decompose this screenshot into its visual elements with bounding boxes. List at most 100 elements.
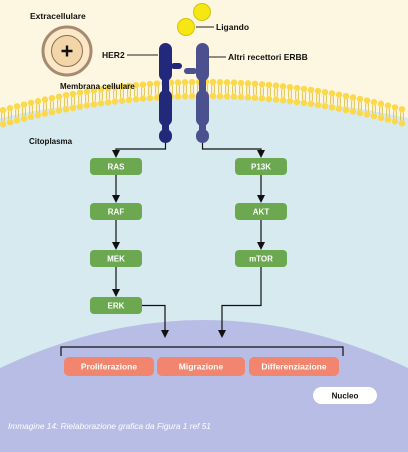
- lipid-head: [125, 82, 133, 90]
- lipid-head: [181, 93, 189, 100]
- lipid-tails: [22, 107, 26, 116]
- ligand-icon: [193, 3, 211, 21]
- lipid-tails: [183, 85, 187, 94]
- nucleus-badge: [313, 387, 377, 404]
- lipid-head: [307, 100, 315, 108]
- lipid-head: [363, 97, 371, 104]
- lipid-tails: [176, 85, 180, 94]
- lipid-head: [265, 81, 273, 89]
- lipid-tails: [211, 85, 215, 94]
- pathway-label-mtor: mTOR: [249, 255, 273, 264]
- lipid-head: [34, 112, 42, 119]
- nucleus-label: Nucleo: [332, 392, 359, 401]
- lipid-head: [0, 106, 7, 114]
- lipid-head: [90, 87, 98, 94]
- lipid-head: [258, 81, 266, 88]
- lipid-head: [398, 106, 406, 113]
- lipid-tails: [295, 91, 299, 100]
- lipid-head: [223, 79, 231, 86]
- lipid-head: [83, 88, 91, 95]
- lipid-head: [391, 118, 399, 125]
- lipid-tails: [190, 85, 194, 94]
- lipid-tails: [246, 86, 250, 95]
- lipid-head: [13, 117, 21, 124]
- erbb-dimer-arm: [184, 68, 197, 74]
- lipid-head: [181, 79, 189, 86]
- lipid-head: [307, 86, 315, 94]
- lipid-head: [62, 92, 70, 99]
- lipid-head: [90, 101, 98, 108]
- lipid-tails: [386, 108, 390, 117]
- pathway-label-akt: AKT: [253, 208, 270, 217]
- lipid-head: [48, 108, 56, 116]
- lipid-tails: [57, 99, 61, 108]
- lipid-tails: [302, 91, 306, 100]
- lipid-head: [104, 85, 112, 92]
- lipid-head: [356, 109, 364, 117]
- lipid-head: [328, 90, 336, 97]
- lipid-tails: [15, 109, 19, 118]
- lipid-head: [279, 83, 287, 90]
- pathway-box-mtor: [235, 250, 287, 267]
- arrow-erbb-p13k: [201, 143, 265, 158]
- lipid-head: [188, 92, 196, 100]
- lipid-head: [384, 102, 392, 109]
- lipid-head: [139, 95, 147, 102]
- lipid-head: [251, 94, 259, 102]
- outcome-label-differenziazione: Differenziazione: [261, 362, 326, 372]
- lipid-head: [244, 94, 252, 101]
- lipid-head: [251, 80, 259, 88]
- lipid-tails: [36, 104, 40, 113]
- lipid-tails: [323, 95, 327, 104]
- lipid-head: [363, 111, 371, 118]
- lipid-head: [125, 96, 133, 104]
- lipid-head: [55, 107, 63, 114]
- lipid-head: [62, 106, 70, 113]
- lipid-head: [216, 78, 224, 86]
- lipid-tails: [127, 88, 131, 97]
- her2-dimer-arm: [171, 63, 182, 69]
- lipid-head: [139, 81, 147, 88]
- pathway-label-ras: RAS: [108, 163, 126, 172]
- lipid-head: [167, 79, 175, 86]
- lipid-head: [27, 113, 35, 121]
- lipid-head: [27, 99, 35, 107]
- lipid-head: [286, 97, 294, 105]
- lipid-head: [97, 86, 105, 93]
- lipid-tails: [106, 91, 110, 100]
- lipid-head: [356, 95, 364, 103]
- lipid-head: [20, 115, 28, 122]
- lipid-head: [209, 92, 217, 100]
- lipid-head: [188, 78, 196, 86]
- lipid-head: [153, 80, 161, 87]
- plus-icon: [61, 45, 73, 57]
- arrow-mtor-nucleus: [218, 267, 262, 338]
- lipid-head: [300, 85, 308, 93]
- arrow-her2-ras: [112, 143, 167, 158]
- lipid-head: [69, 104, 77, 112]
- lipid-head: [41, 110, 49, 117]
- cytoplasm-label: Citoplasma: [29, 137, 73, 146]
- lipid-head: [314, 101, 322, 109]
- lipid-head: [384, 116, 392, 123]
- lipid-head: [349, 94, 357, 101]
- lipid-head: [97, 100, 105, 107]
- lipid-tails: [288, 90, 292, 99]
- lipid-head: [258, 95, 266, 102]
- lipid-tails: [92, 93, 96, 102]
- outcome-label-migrazione: Migrazione: [179, 362, 224, 372]
- lipid-head: [335, 91, 343, 98]
- lipid-tails: [316, 94, 320, 103]
- lipid-head: [216, 92, 224, 100]
- lipid-head: [335, 105, 343, 112]
- lipid-tails: [309, 92, 313, 101]
- pathway-box-raf: [90, 203, 142, 220]
- outcome-box-differenziazione: [249, 357, 339, 376]
- lipid-head: [286, 83, 294, 91]
- lipid-head: [118, 83, 126, 90]
- lipid-tails: [43, 102, 47, 111]
- lipid-head: [237, 79, 245, 87]
- lipid-tails: [141, 87, 145, 96]
